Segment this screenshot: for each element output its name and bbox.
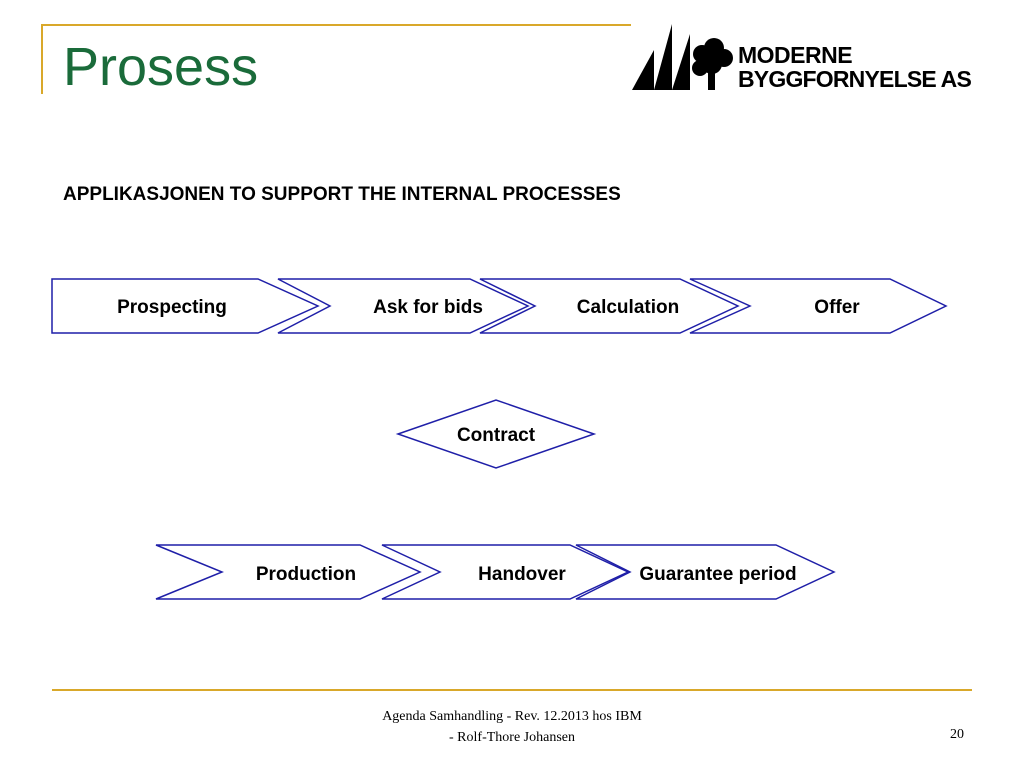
page-title: Prosess <box>63 37 259 97</box>
step-prospecting-shape <box>51 278 320 334</box>
step-offer-label: Offer <box>814 297 860 318</box>
step-handover-shape <box>381 544 630 600</box>
footer-caption: Agenda Samhandling - Rev. 12.2013 hos IB… <box>312 706 712 748</box>
decision-contract-label: Contract <box>457 425 536 446</box>
decision-contract-shape <box>395 399 597 469</box>
company-logo-mark <box>632 24 733 90</box>
logo-triangle-small <box>632 50 654 90</box>
step-calculation-label: Calculation <box>577 297 679 318</box>
step-production-label: Production <box>256 564 356 585</box>
title-frame-top-rule <box>41 24 631 26</box>
process-row-2 <box>155 544 836 600</box>
logo-name-line2: BYGGFORNYELSE AS <box>738 66 972 92</box>
footer-caption-line2: - Rolf-Thore Johansen <box>449 730 575 745</box>
step-offer-shape <box>689 278 948 334</box>
page-number: 20 <box>950 727 964 742</box>
step-prospecting-label: Prospecting <box>117 297 227 318</box>
step-guarantee-period-label: Guarantee period <box>639 564 796 585</box>
logo-tree-icon <box>692 38 733 90</box>
process-row-1 <box>51 278 948 334</box>
step-guarantee-period-shape <box>575 544 836 600</box>
logo-triangle-medium <box>654 24 672 90</box>
footer-caption-line1: Agenda Samhandling - Rev. 12.2013 hos IB… <box>382 709 642 724</box>
step-calculation-shape <box>479 278 740 334</box>
logo-name-line1: MODERNE <box>738 42 853 68</box>
step-ask-for-bids-label: Ask for bids <box>373 297 483 318</box>
step-production-shape <box>155 544 422 600</box>
step-ask-for-bids-shape <box>277 278 530 334</box>
title-frame-left-rule <box>41 24 43 94</box>
footer-rule <box>52 689 972 691</box>
company-logo-text: MODERNE BYGGFORNYELSE AS <box>738 42 972 92</box>
slide-subtitle: APPLIKASJONEN TO SUPPORT THE INTERNAL PR… <box>63 184 621 205</box>
step-handover-label: Handover <box>478 564 566 585</box>
logo-triangle-large <box>672 34 690 90</box>
